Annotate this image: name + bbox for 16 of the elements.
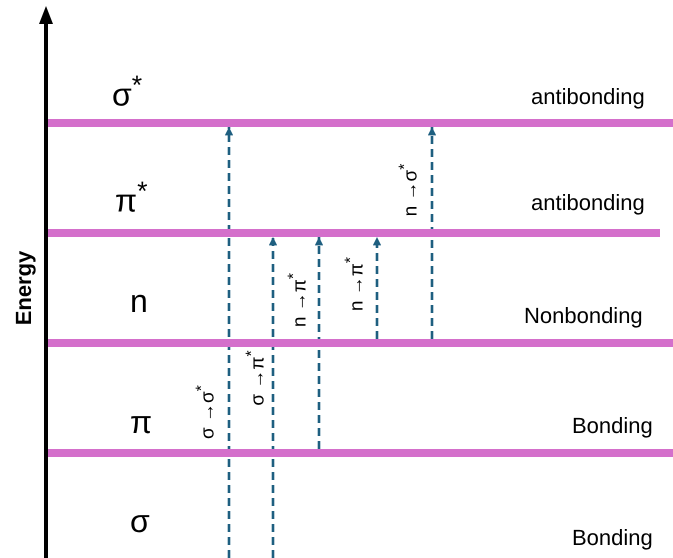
level-name: antibonding <box>531 192 645 214</box>
level-name: Bonding <box>572 415 653 437</box>
level-symbol: π$^{*}$ <box>115 178 148 217</box>
axis-label: Energy <box>13 250 35 326</box>
transition-arrow <box>224 127 234 558</box>
level-symbol: π <box>130 406 152 438</box>
transition-arrow <box>372 237 382 339</box>
level-name: antibonding <box>531 86 645 108</box>
level-name: Nonbonding <box>524 305 643 327</box>
level-name: Bonding <box>572 527 653 549</box>
transition-arrow <box>314 237 324 449</box>
transition-arrow <box>268 237 278 558</box>
level-symbol: σ$^{*}$ <box>112 72 142 111</box>
level-symbol: n <box>130 285 148 317</box>
transition-arrow <box>428 127 436 339</box>
level-symbol: σ <box>130 505 150 537</box>
